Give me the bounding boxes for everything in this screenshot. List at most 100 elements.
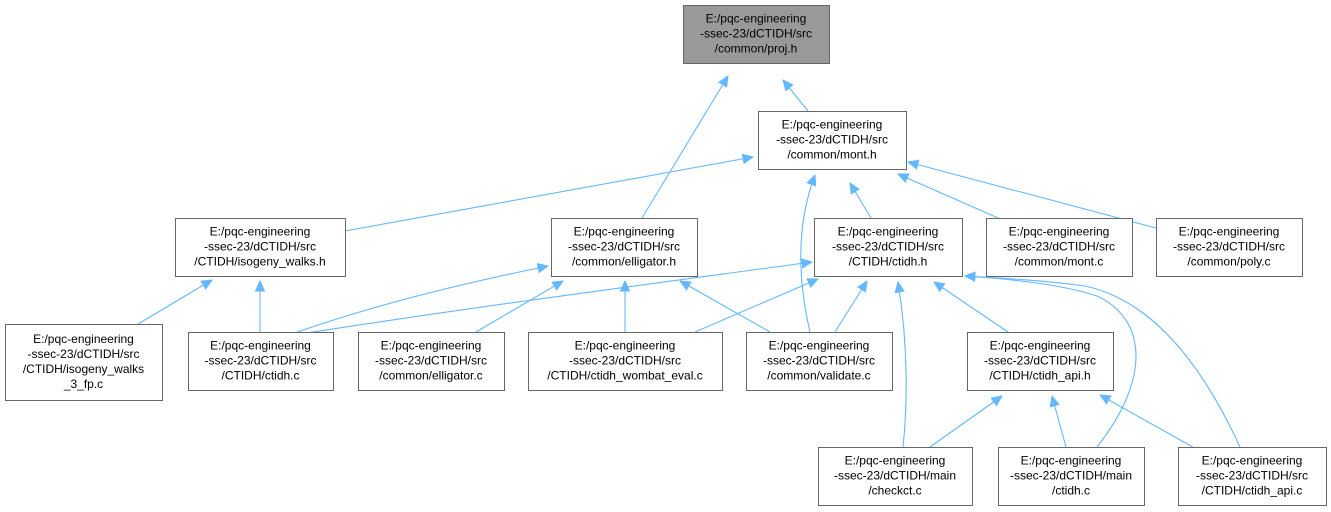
node-validate-c[interactable]: E:/pqc-engineering-ssec-23/dCTIDH/src/co… [746,332,893,391]
node-box [746,332,893,391]
edge-validate_c-to-elligator_h [680,281,771,333]
node-label-line: E:/pqc-engineering [381,339,482,353]
node-mont-h[interactable]: E:/pqc-engineering-ssec-23/dCTIDH/src/co… [758,111,907,170]
node-box [5,324,163,401]
node-box [998,447,1145,506]
node-label-line: E:/pqc-engineering [1202,454,1303,468]
edge-ctidh_c-to-ctidh_h [299,262,812,335]
node-box [528,332,723,391]
node-label-line: -ssec-23/dCTIDH/src [984,354,1096,368]
node-label-line: /ctidh.c [1052,484,1090,498]
node-box [1178,447,1327,506]
node-ctidh-h[interactable]: E:/pqc-engineering-ssec-23/dCTIDH/src/CT… [814,218,963,277]
edge-elligator_h-to-proj_h [641,76,728,219]
edge-main_ctidh_c-to-ctidh_api_h [1052,396,1067,448]
node-label-line: E:/pqc-engineering [706,12,807,26]
node-label-line: /CTIDH/isogeny_walks.h [194,255,325,269]
node-label-line: E:/pqc-engineering [769,339,870,353]
node-label-line: /common/mont.h [787,148,876,162]
edge-isogeny_walks_h-to-mont_h [344,157,753,232]
node-ctidh-api-c[interactable]: E:/pqc-engineering-ssec-23/dCTIDH/src/CT… [1178,447,1327,506]
node-label-line: -ssec-23/dCTIDH/src [776,133,888,147]
node-label-line: E:/pqc-engineering [1179,225,1280,239]
node-label-line: E:/pqc-engineering [782,118,883,132]
node-label-line: /common/validate.c [767,369,870,383]
node-ctidh-wombat-eval-c[interactable]: E:/pqc-engineering-ssec-23/dCTIDH/src/CT… [528,332,723,391]
node-box [986,218,1133,277]
node-label-line: -ssec-23/dCTIDH/src [204,240,316,254]
node-box [1156,218,1303,277]
edge-main_ctidh_c-to-ctidh_h [965,276,1137,448]
node-box [967,332,1114,391]
node-label-line: /common/proj.h [715,42,798,56]
node-label-line: E:/pqc-engineering [845,454,946,468]
node-label-line: -ssec-23/dCTIDH/src [375,354,487,368]
node-label-line: /common/elligator.c [379,369,482,383]
node-label-line: -ssec-23/dCTIDH/main [1010,469,1132,483]
edge-mont_h-to-proj_h [783,80,809,112]
edge-ctidh_h-to-mont_h [850,183,872,219]
node-box [551,218,698,277]
node-label-line: /CTIDH/ctidh.h [849,255,928,269]
node-proj-h: E:/pqc-engineering-ssec-23/dCTIDH/src/co… [683,5,830,64]
edge-checkct_c-to-ctidh_h [898,282,907,448]
node-ctidh-c[interactable]: E:/pqc-engineering-ssec-23/dCTIDH/src/CT… [188,332,334,391]
node-label-line: /CTIDH/ctidh_wombat_eval.c [547,369,702,383]
node-poly-c[interactable]: E:/pqc-engineering-ssec-23/dCTIDH/src/co… [1156,218,1303,277]
node-label-line: -ssec-23/dCTIDH/src [27,347,139,361]
edge-poly_c-to-mont_h [908,162,1157,229]
node-label-line: /CTIDH/ctidh_api.h [989,369,1090,383]
node-box [683,5,830,64]
node-label-line: -ssec-23/dCTIDH/src [1173,240,1285,254]
edge-ctidh_api_c-to-ctidh_h [965,276,1241,448]
node-checkct-c[interactable]: E:/pqc-engineering-ssec-23/dCTIDH/main/c… [818,447,973,506]
node-mont-c[interactable]: E:/pqc-engineering-ssec-23/dCTIDH/src/co… [986,218,1133,277]
node-label-line: E:/pqc-engineering [1021,454,1122,468]
node-isogeny-walks-3-fp-c[interactable]: E:/pqc-engineering-ssec-23/dCTIDH/src/CT… [5,324,163,401]
node-elligator-h[interactable]: E:/pqc-engineering-ssec-23/dCTIDH/src/co… [551,218,698,277]
node-box [358,332,505,391]
node-box [188,332,334,391]
node-box [758,111,907,170]
node-label-line: E:/pqc-engineering [210,339,311,353]
node-label-line: -ssec-23/dCTIDH/main [834,469,956,483]
node-label-line: /checkct.c [868,484,921,498]
edge-ctidh_wombat_eval_c-to-ctidh_h [694,279,818,333]
node-label-line: -ssec-23/dCTIDH/src [832,240,944,254]
node-label-line: -ssec-23/dCTIDH/src [568,240,680,254]
node-label-line: /CTIDH/ctidh.c [221,369,299,383]
node-label-line: -ssec-23/dCTIDH/src [700,27,812,41]
edge-ctidh_api_h-to-ctidh_h [934,282,1009,333]
edges-layer [137,76,1241,451]
edge-elligator_c-to-elligator_h [475,281,563,333]
node-label-line: E:/pqc-engineering [1009,225,1110,239]
node-label-line: E:/pqc-engineering [33,332,134,346]
node-box [814,218,963,277]
node-label-line: E:/pqc-engineering [990,339,1091,353]
edge-ctidh_c-to-elligator_h [291,266,548,335]
nodes-layer: E:/pqc-engineering-ssec-23/dCTIDH/src/co… [5,5,1327,506]
edge-validate_c-to-mont_h [800,175,815,333]
node-label-line: -ssec-23/dCTIDH/src [1003,240,1115,254]
node-label-line: _3_fp.c [63,377,103,391]
node-label-line: /CTIDH/ctidh_api.c [1202,484,1303,498]
edge-isogeny_walks_3_fp_c-to-isogeny_walks_h [137,280,212,325]
node-elligator-c[interactable]: E:/pqc-engineering-ssec-23/dCTIDH/src/co… [358,332,505,391]
edge-validate_c-to-ctidh_h [834,281,867,333]
node-isogeny-walks-h[interactable]: E:/pqc-engineering-ssec-23/dCTIDH/src/CT… [175,218,346,277]
node-label-line: E:/pqc-engineering [574,225,675,239]
node-label-line: E:/pqc-engineering [210,225,311,239]
node-label-line: /common/elligator.h [572,255,676,269]
node-label-line: /common/mont.c [1015,255,1104,269]
node-label-line: -ssec-23/dCTIDH/src [1196,469,1308,483]
node-label-line: E:/pqc-engineering [575,339,676,353]
edge-mont_c-to-mont_h [898,174,999,219]
edge-ctidh_api_c-to-ctidh_api_h [1100,395,1199,451]
node-label-line: E:/pqc-engineering [838,225,939,239]
node-box [818,447,973,506]
node-main-ctidh-c[interactable]: E:/pqc-engineering-ssec-23/dCTIDH/main/c… [998,447,1145,506]
node-label-line: -ssec-23/dCTIDH/src [204,354,316,368]
node-label-line: -ssec-23/dCTIDH/src [569,354,681,368]
node-ctidh-api-h[interactable]: E:/pqc-engineering-ssec-23/dCTIDH/src/CT… [967,332,1114,391]
